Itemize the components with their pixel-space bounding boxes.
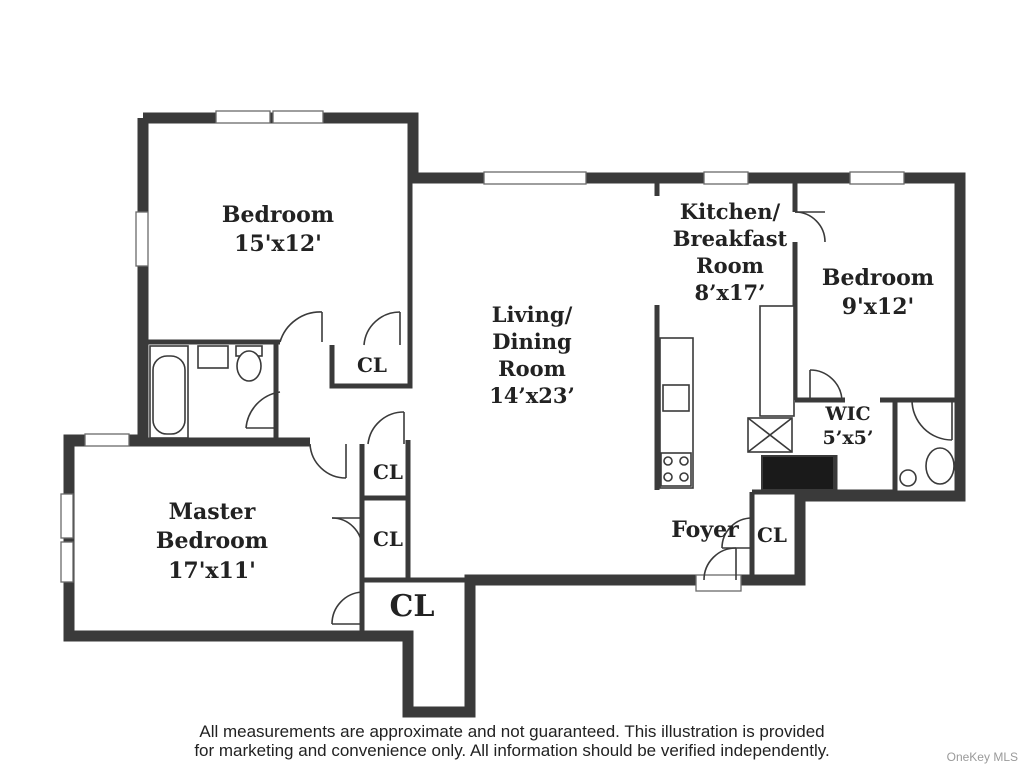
living-line3: Room [498, 356, 566, 381]
watermark: OneKey MLS [946, 750, 1018, 764]
sink-icon [197, 345, 229, 369]
bedroom-1-size: 15'x12' [234, 231, 322, 257]
radiator-icon [761, 455, 835, 491]
living-size: 14’x23’ [489, 383, 575, 408]
wic-name: WIC [824, 403, 870, 425]
bedroom-2-size: 9'x12' [842, 294, 915, 320]
shower-drain-icon [899, 469, 917, 487]
bedroom-1-name: Bedroom [222, 202, 334, 228]
living-line2: Dining [492, 329, 572, 354]
master-size: 17'x11' [168, 558, 256, 584]
bedroom-2-name: Bedroom [822, 265, 934, 291]
closet-foyer-label: CL [757, 523, 787, 547]
closet-top-label: CL [357, 353, 387, 377]
windows [60, 110, 905, 592]
disclaimer-line2: for marketing and convenience only. All … [194, 741, 830, 760]
closet-big-label: CL [390, 589, 435, 624]
interior-walls [66, 180, 955, 632]
closet-mid2-label: CL [373, 527, 403, 551]
kitchen-line3: Room [696, 253, 764, 278]
foyer-name: Foyer [671, 517, 739, 543]
living-line1: Living/ [492, 302, 573, 327]
kitchen-line1: Kitchen/ [680, 199, 781, 224]
disclaimer-line1: All measurements are approximate and not… [199, 722, 825, 741]
fixtures [149, 305, 955, 491]
doors [245, 211, 953, 625]
kitchen-size: 8’x17’ [695, 280, 766, 305]
closet-mid1-label: CL [373, 460, 403, 484]
master-line1: Master [169, 499, 256, 525]
toilet-icon-2 [925, 447, 955, 485]
cabinet-icon [759, 305, 795, 417]
kitchen-sink-icon [662, 384, 690, 412]
wic-size: 5’x5’ [823, 427, 874, 449]
master-line2: Bedroom [156, 528, 268, 554]
kitchen-line2: Breakfast [673, 226, 788, 251]
room-labels: Bedroom 15'x12' Living/ Dining Room 14’x… [156, 199, 934, 624]
